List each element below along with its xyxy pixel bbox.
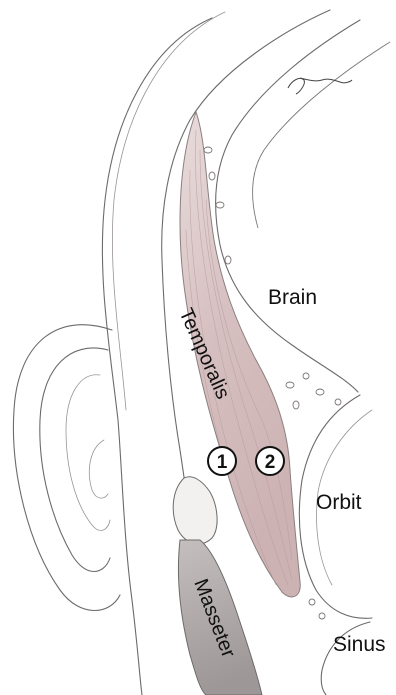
marker-2: 2 xyxy=(256,447,284,475)
orbit-label: Orbit xyxy=(316,491,362,514)
brain-label: Brain xyxy=(268,286,317,309)
marker-2-number: 2 xyxy=(265,452,276,473)
zygoma xyxy=(173,477,217,544)
sinus-label: Sinus xyxy=(333,633,386,656)
marker-1: 1 xyxy=(208,447,236,475)
ear-antihelix xyxy=(66,375,110,531)
ear-concha xyxy=(89,440,108,498)
ear-helix xyxy=(40,348,110,572)
bone-edge-upper xyxy=(253,42,390,228)
marker-1-number: 1 xyxy=(217,452,228,473)
